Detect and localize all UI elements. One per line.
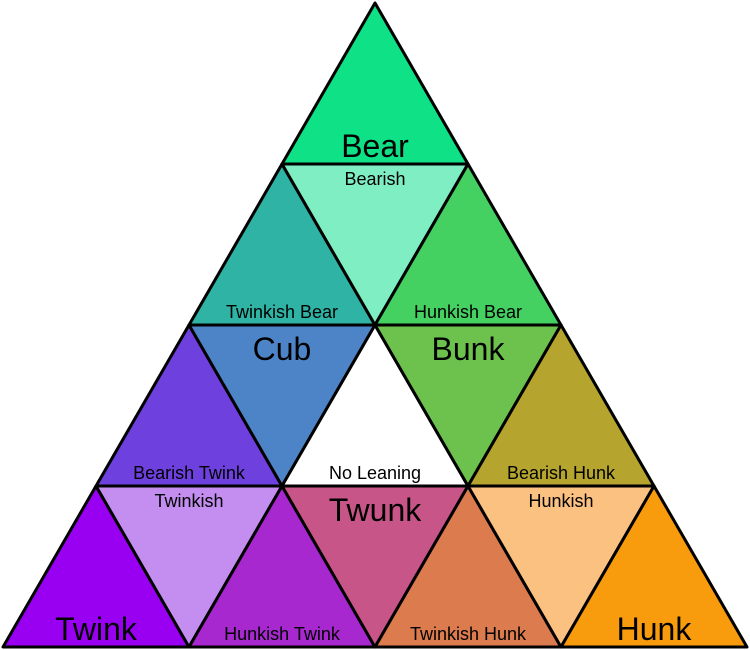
region-label-bearish-twink: Bearish Twink: [133, 463, 246, 483]
region-label-twinkish: Twinkish: [154, 491, 223, 511]
region-label-twunk: Twunk: [329, 492, 422, 528]
region-label-bearish-hunk: Bearish Hunk: [507, 463, 616, 483]
region-label-hunk: Hunk: [617, 611, 693, 647]
region-label-twinkish-hunk: Twinkish Hunk: [410, 624, 527, 644]
region-label-twink: Twink: [55, 611, 138, 647]
region-label-bear: Bear: [341, 128, 409, 164]
region-label-hunkish-twink: Hunkish Twink: [224, 624, 341, 644]
region-label-cub: Cub: [253, 331, 312, 367]
region-label-no-leaning: No Leaning: [329, 463, 421, 483]
region-label-hunkish-bear: Hunkish Bear: [414, 302, 522, 322]
region-label-bearish: Bearish: [344, 169, 405, 189]
region-label-bunk: Bunk: [432, 331, 506, 367]
region-label-twinkish-bear: Twinkish Bear: [226, 302, 338, 322]
region-hunk: [559, 484, 749, 649]
region-label-hunkish: Hunkish: [528, 491, 593, 511]
